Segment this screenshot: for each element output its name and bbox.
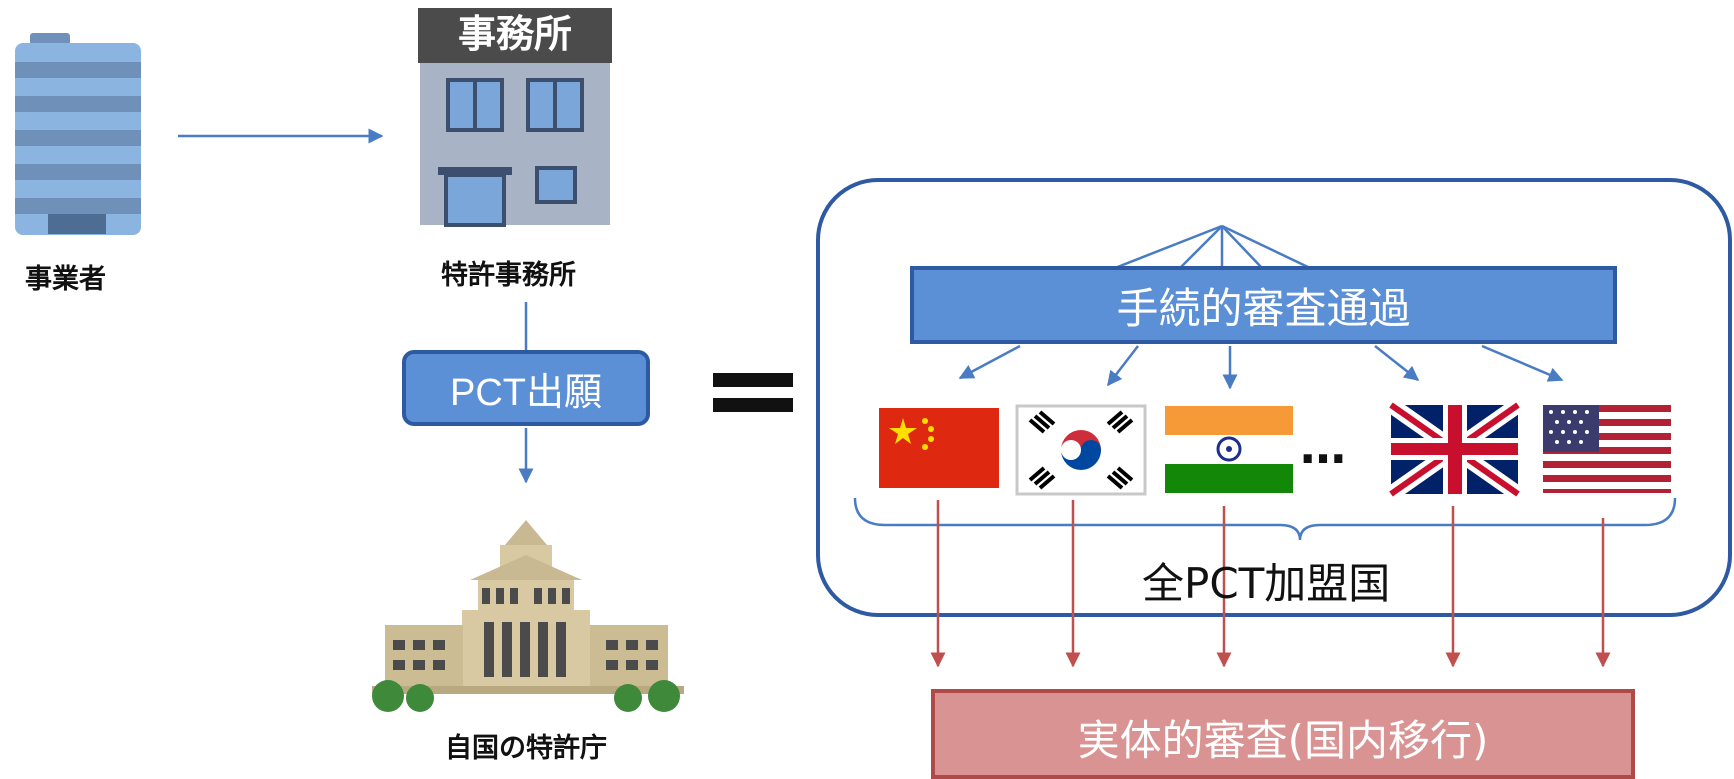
us-flag-icon	[1543, 405, 1671, 493]
formal-examination-box: 手続的審査通過	[910, 266, 1617, 344]
patent-firm-label: 特許事務所	[441, 260, 576, 291]
arrows-review-to-flags	[958, 344, 1564, 390]
equals-sign	[713, 373, 793, 412]
applicant-building-icon	[15, 33, 141, 235]
fan-lines	[1114, 224, 1311, 270]
substantive-examination-box: 実体的審査(国内移行)	[931, 689, 1635, 779]
pct-application-box: PCT出願	[402, 350, 650, 426]
arrows-to-substantive-examination	[930, 500, 1611, 668]
national-patent-office-icon	[372, 520, 684, 712]
all-pct-members-label: 全PCT加盟国	[1142, 559, 1391, 608]
china-flag-icon	[879, 408, 999, 488]
india-flag-icon	[1165, 406, 1293, 493]
more-countries-ellipsis: …	[1300, 420, 1350, 474]
pct-members-container	[816, 178, 1732, 617]
applicant-label: 事業者	[25, 264, 106, 295]
member-states-brace	[853, 497, 1677, 541]
south-korea-flag-icon	[1015, 404, 1147, 496]
office-sign-text: 事務所	[458, 12, 572, 56]
patent-firm-building-icon: 事務所	[418, 8, 612, 227]
home-patent-office-label: 自国の特許庁	[445, 733, 607, 764]
uk-flag-icon	[1386, 398, 1523, 501]
